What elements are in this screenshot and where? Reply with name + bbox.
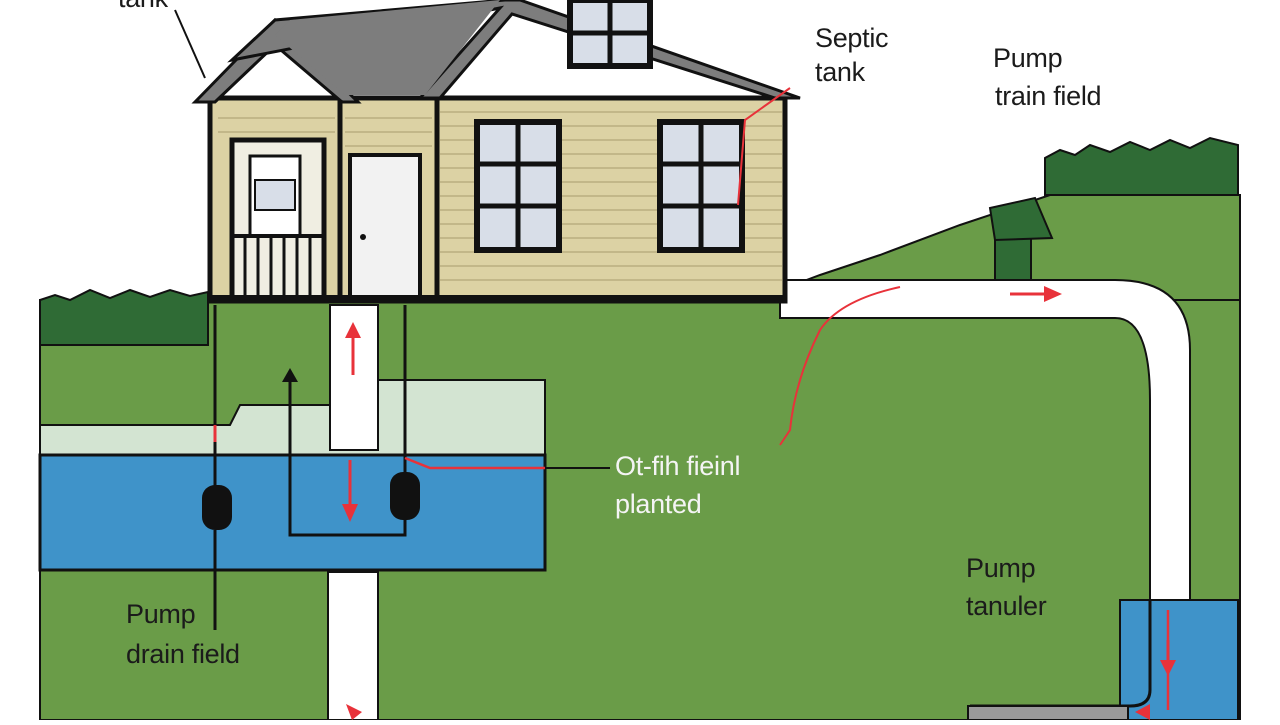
drain-field-pipe <box>327 571 379 721</box>
pump-drain-label-line2: drain field <box>126 639 240 669</box>
distribution-box-lid <box>988 196 1054 242</box>
pump-tank-base <box>967 705 1129 721</box>
septic-tank-label-line1: Septic <box>815 23 889 53</box>
pump-tank-label-line1: Pump <box>966 553 1036 583</box>
float-right <box>390 472 420 520</box>
pump-tank-label-line2: tanuler <box>966 591 1047 621</box>
pump-drain-label-line1: Pump <box>126 599 196 629</box>
window-right <box>657 119 745 253</box>
left-hedge <box>39 288 209 346</box>
field-red-leader <box>779 286 901 446</box>
distribution-box <box>994 237 1032 281</box>
leader-top-left <box>174 9 206 79</box>
tank-inner-pipe <box>288 305 407 537</box>
house-foundation <box>210 295 785 303</box>
overflow-label-line2: planted <box>615 489 702 519</box>
septic-tank-label-line2: tank <box>815 57 865 87</box>
pump-tank-inner-pipe <box>970 600 1152 708</box>
red-connector-line <box>404 456 545 470</box>
front-door <box>348 153 422 302</box>
main-roof-fill <box>275 0 500 95</box>
pump-train-label-line2: train field <box>995 81 1102 111</box>
pump-train-label-line1: Pump <box>993 43 1063 73</box>
black-flow-arrow <box>282 368 298 382</box>
septic-water-zone <box>38 453 547 572</box>
float-left <box>202 485 232 530</box>
house-outlet-pipe <box>329 304 379 451</box>
window-left <box>474 119 562 253</box>
pump-tank <box>1119 599 1239 721</box>
right-hedge <box>1044 136 1239 196</box>
overflow-label-line1: Ot-fih fieinl <box>615 451 741 481</box>
flow-arrows <box>342 286 1176 720</box>
porch-entry <box>229 137 327 303</box>
top-left-label: tank <box>118 0 168 14</box>
leader-septic-red <box>737 87 791 206</box>
